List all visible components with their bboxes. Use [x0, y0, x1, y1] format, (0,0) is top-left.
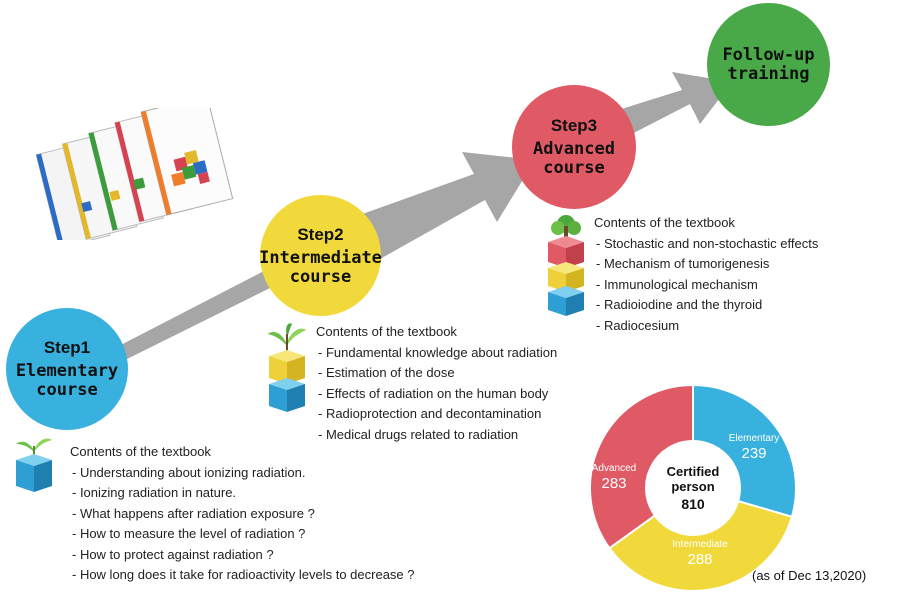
segment-label-intermediate: Intermediate 288	[660, 539, 740, 568]
contents-item: - Understanding about ionizing radiation…	[72, 464, 306, 480]
segment-value: 288	[687, 550, 713, 568]
step2-intermediate-course: Step2 Intermediate course	[259, 195, 382, 316]
contents-heading: Contents of the textbook	[70, 444, 211, 459]
arrow-step1-to-step2	[115, 271, 272, 360]
sprout-cube-icon	[16, 438, 52, 492]
contents-item: - Fundamental knowledge about radiation	[318, 344, 558, 360]
segment-value: 283	[601, 474, 627, 492]
as-of-date: (as of Dec 13,2020)	[752, 568, 867, 583]
contents-item: - Medical drugs related to radiation	[318, 426, 519, 442]
textbook-stack-icon	[36, 108, 234, 240]
arrow-step3-to-followup	[612, 72, 732, 138]
segment-name: Elementary	[728, 433, 780, 444]
contents-advanced: Contents of the textbook - Stochastic an…	[594, 213, 818, 336]
contents-heading: Contents of the textbook	[594, 215, 735, 230]
contents-item: - Mechanism of tumorigenesis	[596, 256, 770, 271]
center-total: 810	[681, 495, 705, 512]
arrow-step2-to-step3	[340, 152, 535, 268]
step2-course-name: Intermediate course	[259, 247, 382, 287]
contents-item: - Radiocesium	[596, 317, 680, 333]
contents-item: - Estimation of the dose	[318, 365, 455, 380]
contents-intermediate: Contents of the textbook - Fundamental k…	[316, 322, 557, 445]
followup-course-name: Follow-up training	[722, 44, 815, 84]
step3-advanced-course: Step3 Advanced course	[512, 85, 636, 209]
contents-heading: Contents of the textbook	[316, 324, 457, 339]
segment-name: Advanced	[591, 463, 637, 474]
contents-item: - Radioiodine and the thyroid	[596, 297, 763, 312]
contents-elementary: Contents of the textbook - Understanding…	[70, 442, 415, 586]
contents-item: - Effects of radiation on the human body	[318, 385, 549, 401]
followup-training: Follow-up training	[707, 3, 830, 126]
center-label: Certified person	[666, 463, 720, 495]
segment-label-elementary: Elementary 239	[715, 433, 793, 462]
step3-label: Step3	[550, 116, 598, 136]
step2-label: Step2	[297, 224, 344, 244]
contents-item: - Stochastic and non-stochastic effects	[596, 235, 819, 251]
contents-item: - Radioprotection and decontamination	[318, 406, 542, 421]
step1-label: Step1	[43, 338, 91, 358]
contents-item: - How to measure the level of radiation …	[72, 526, 306, 541]
step1-elementary-course: Step1 Elementary course	[6, 308, 128, 430]
contents-item: - How to protect against radiation ?	[72, 546, 274, 562]
step1-course-name: Elementary course	[15, 361, 119, 400]
donut-hole	[646, 441, 740, 535]
segment-label-advanced: Advanced 283	[590, 463, 638, 492]
contents-item: - Immunological mechanism	[596, 276, 758, 292]
contents-item: - How long does it take for radioactivit…	[72, 567, 415, 582]
contents-item: - What happens after radiation exposure …	[72, 505, 315, 521]
segment-name: Intermediate	[672, 539, 728, 550]
contents-item: - Ionizing radiation in nature.	[72, 485, 237, 500]
certified-person-donut: Elementary 239 Intermediate 288 Advanced…	[589, 383, 797, 592]
step3-course-name: Advanced course	[533, 139, 615, 178]
sprout-cube-icon	[268, 323, 306, 412]
sprout-cube-icon	[548, 215, 584, 316]
donut-chart	[589, 383, 797, 592]
donut-center: Certified person 810	[652, 447, 734, 529]
segment-value: 239	[741, 444, 767, 462]
